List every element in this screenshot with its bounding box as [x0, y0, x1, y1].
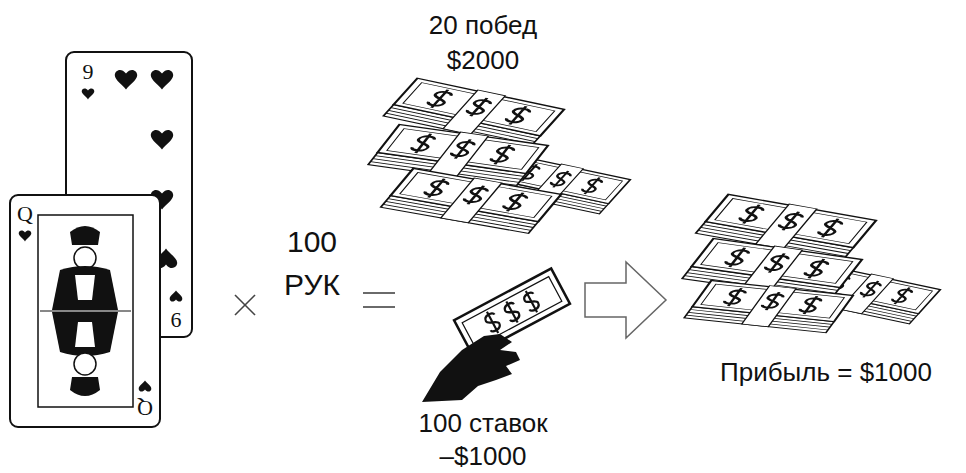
- result-text: 20 побед: [429, 12, 537, 38]
- equals-sign: [363, 293, 395, 307]
- amount-text: $2000: [447, 47, 519, 73]
- count-text: 100: [287, 227, 337, 257]
- amount-text: –$1000: [440, 443, 527, 469]
- card-index: Q: [137, 397, 153, 419]
- count-text: РУК: [284, 270, 340, 300]
- playing-card: [10, 195, 160, 427]
- card-index: 6: [171, 309, 182, 331]
- card-index: Q: [17, 203, 33, 225]
- multiply-sign: [235, 295, 255, 315]
- money-stack: [682, 193, 941, 332]
- card-index: 9: [83, 61, 94, 83]
- money-stack: [368, 77, 631, 233]
- result-arrow: [585, 262, 666, 338]
- profit-text: Прибыль = $1000: [720, 359, 932, 385]
- result-text: 100 ставок: [418, 410, 547, 436]
- hand-with-bill: [422, 269, 570, 402]
